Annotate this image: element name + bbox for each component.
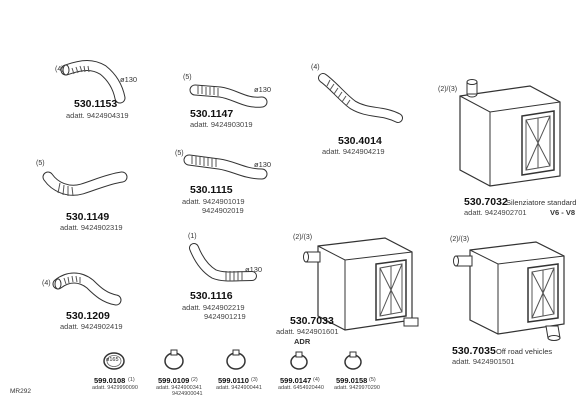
silencer-icon [459,79,561,187]
part-code: 530.7033 [290,315,334,327]
diameter-label: ø130 [254,85,272,94]
flexible-pipe-icon [183,154,268,180]
note: (5) [36,160,45,167]
part-code: 530.1209 [66,310,110,322]
adatt-line: adatt. 9429990090 [92,385,138,391]
part-code: 599.0108 [94,376,126,385]
adatt-line: adatt. 9424901601 [276,327,339,336]
part-code: 530.7032 [464,196,508,208]
adatt-line: adatt. 9424904219 [322,147,385,156]
flexible-pipe-icon [42,171,128,197]
adatt-line: 9424900041 [172,391,203,397]
adatt-line: adatt. 9424904319 [66,111,129,120]
part-code: 530.1153 [74,98,118,110]
adatt-line: adatt. 9424901019 [182,197,245,206]
adatt-line: adatt. 9424900341 [156,385,202,391]
clamp-icon [344,351,362,370]
note: (2)/(3) [450,236,470,243]
note: (4) [313,377,320,383]
note: (1) [188,233,197,240]
adatt-line: adatt. 9424902219 [182,303,245,312]
flexible-pipe-icon [318,73,403,123]
adatt-line: adatt. 9424903019 [190,120,253,129]
note: (3) [251,377,258,383]
adatt-line: adatt. 9424900441 [216,385,262,391]
page-reference: MR292 [10,388,31,395]
part-code: 530.1115 [190,184,233,196]
adatt-line: adatt. 9424902319 [60,223,123,232]
part-code: 599.0147 [280,376,312,385]
diameter-label: ø130 [245,265,263,274]
part-code: 530.1147 [190,108,234,120]
adatt-line: adatt. 9429970290 [334,385,380,391]
part-code: 530.7035 [452,345,496,357]
adatt-line: 9424902019 [202,206,244,215]
clamp-icon [103,352,125,370]
adatt-line: 9424901219 [204,312,246,321]
adatt-line: adatt. 6454920440 [278,385,324,391]
note: (5) [183,74,192,81]
part-code: 530.4014 [338,135,382,147]
clamp-icon [290,351,308,370]
note: (2) [191,377,198,383]
note: (2)/(3) [293,234,313,241]
adatt-line: adatt. 9424902701 [464,208,527,217]
part-code: 599.0158 [336,376,368,385]
part-code: 530.1116 [190,290,233,302]
diameter-label: ø165 [106,357,119,363]
diameter-label: ø130 [254,160,272,169]
adatt-line: adatt. 9424902419 [60,322,123,331]
clamp-icon [164,349,184,370]
note: (4) [55,66,64,73]
note: (1) [128,377,135,383]
note: (4) [311,64,320,71]
part-code: 599.0110 [218,376,249,385]
note: (5) [175,150,184,157]
engine-variant: V6 - V8 [550,208,576,217]
part-code: 599.0109 [158,376,190,385]
note: (2)/(3) [438,86,458,93]
note: (5) [369,377,376,383]
silencer-icon [453,241,565,341]
adatt-line: adatt. 9424901501 [452,357,515,366]
diameter-label: ø130 [120,75,138,84]
adr-label: ADR [294,337,311,346]
clamp-icon [226,349,246,370]
description: Off road vehicles [496,347,553,356]
flexible-pipe-icon [189,243,257,282]
silencer-icon [303,237,419,331]
part-code: 530.1149 [66,211,110,223]
flexible-pipe-icon [52,272,122,306]
note: (4) [42,280,51,287]
flexible-pipe-icon [60,60,126,104]
flexible-pipe-icon [189,84,268,108]
description: Silenziatore standard [506,198,577,207]
